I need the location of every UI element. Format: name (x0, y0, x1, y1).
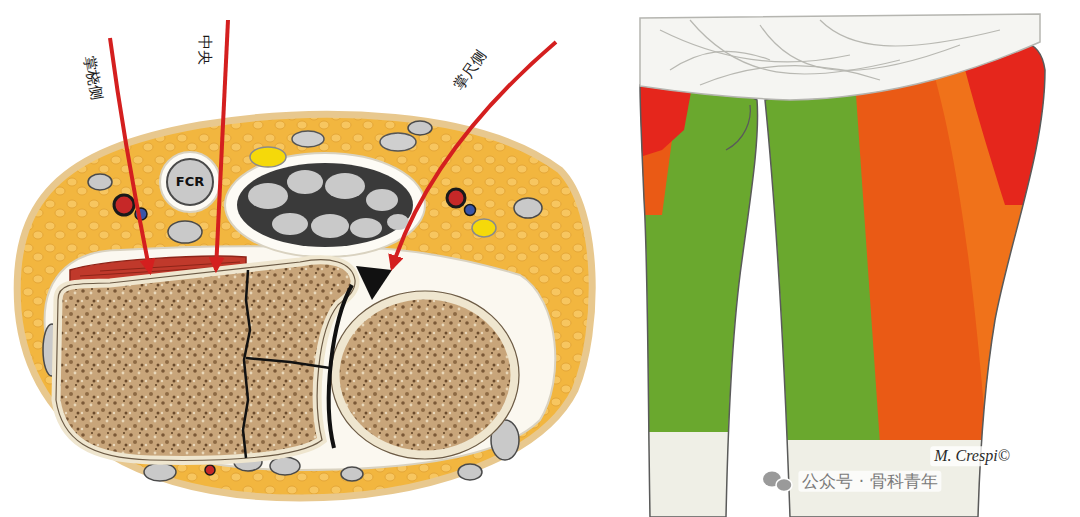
ligaments (640, 14, 1040, 100)
radius-bone (56, 260, 355, 461)
approach-label: 掌桡侧 (81, 54, 105, 101)
fracture-line (243, 270, 250, 458)
fracture-line (246, 358, 330, 368)
approach-label: 中央 (197, 35, 214, 65)
tendon-label: FCR (176, 175, 204, 189)
flexor-tendons (237, 163, 413, 247)
ulnar-nerve (472, 219, 496, 237)
watermark: 公众号 · 骨科青年 (798, 471, 941, 492)
druj-space (329, 285, 352, 448)
approach-arrow (110, 20, 556, 272)
radial-artery (114, 195, 134, 215)
fascia-compartment (45, 246, 556, 470)
fcr-tendon (167, 159, 213, 205)
cross-section (17, 20, 592, 498)
approach-label: 掌尺侧 (450, 47, 489, 93)
artist-signature: M. Crespi© (930, 446, 1014, 466)
ulna-head (335, 295, 515, 455)
median-nerve (250, 147, 286, 167)
wechat-icon (763, 472, 792, 492)
skin-fat (17, 114, 592, 498)
forearm-zones (620, 14, 1060, 517)
ulnar-artery (447, 189, 465, 207)
